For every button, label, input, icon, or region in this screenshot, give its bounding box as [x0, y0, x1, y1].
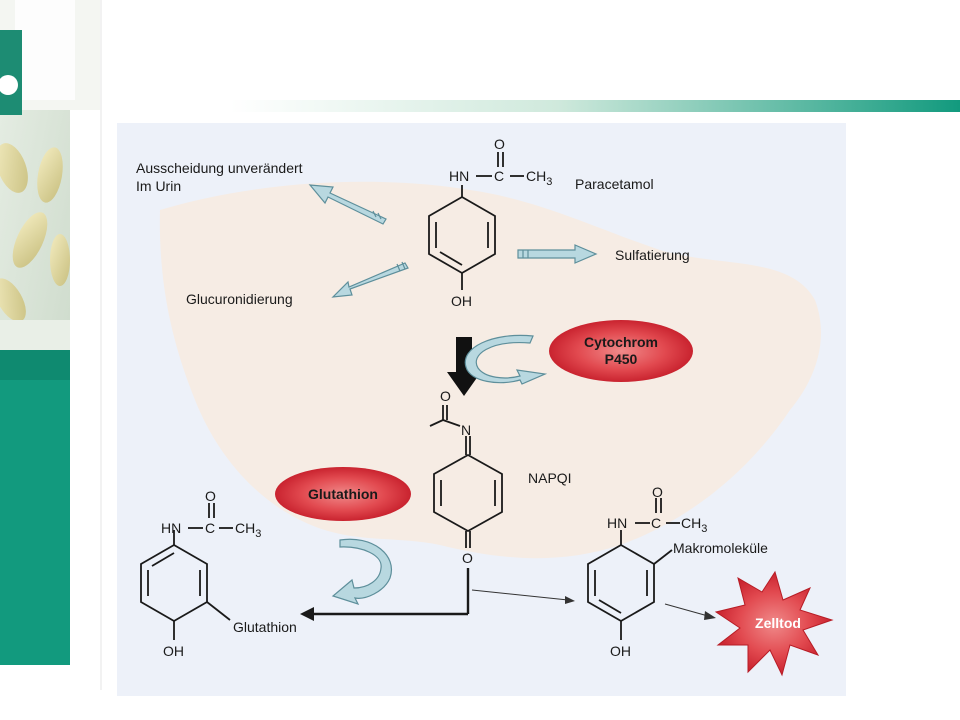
sulfation-label: Sulfatierung: [615, 247, 690, 263]
paracetamol-oh: OH: [451, 293, 472, 309]
napqi-structure: [310, 405, 503, 616]
starburst-icon: [714, 570, 834, 677]
adduct-ch3: CH3: [681, 515, 708, 535]
adduct-hn: HN: [607, 515, 628, 531]
conjugate-oh: OH: [163, 643, 184, 659]
glutathione-badge-label: Glutathion: [308, 486, 378, 502]
paracetamol-hn: HN: [449, 168, 470, 184]
oxidation-arrow: [447, 337, 481, 396]
urine-excretion-label-line1: Ausscheidung unverändert: [136, 160, 303, 176]
conjugate-ch3: CH3: [235, 520, 262, 540]
macromolecules-label: Makromoleküle: [673, 540, 768, 556]
liver-shape: [159, 181, 821, 559]
paracetamol-c: C: [494, 168, 505, 184]
napqi-label: NAPQI: [528, 470, 572, 486]
napqi-n: N: [461, 422, 472, 438]
cell-death-label: Zelltod: [755, 615, 801, 631]
cytochrome-label: Cytochrom P450: [584, 334, 658, 367]
glutathione-badge: [275, 467, 411, 521]
napqi-quinone-o: O: [462, 550, 473, 566]
paracetamol-carbonyl-o: O: [494, 136, 505, 152]
adduct-carbonyl-o: O: [652, 484, 663, 500]
glutathione-conjugate-structure: [140, 503, 233, 640]
paracetamol-structure: [428, 152, 524, 290]
conjugate-glutathione-label: Glutathion: [233, 619, 297, 635]
header-gradient-bar: [230, 100, 960, 112]
conjugation-arrowhead: [300, 607, 314, 621]
glucuronidation-label: Glucuronidierung: [186, 291, 293, 307]
side-accent-bar: [0, 350, 70, 665]
pills-photo: [0, 0, 100, 350]
urine-excretion-label-line2: Im Urin: [136, 178, 182, 194]
adduct-c: C: [651, 515, 662, 531]
curved-arrow-icon: [331, 538, 393, 606]
adduct-structure: [587, 498, 680, 640]
adduct-oh: OH: [610, 643, 631, 659]
curved-arrow-icon: [464, 334, 548, 385]
conjugate-hn: HN: [161, 520, 182, 536]
napqi-acetyl-o: O: [440, 388, 451, 404]
cytochrome-badge: [549, 320, 693, 382]
conjugate-carbonyl-o: O: [205, 488, 216, 504]
paracetamol-ch3: CH3: [526, 168, 553, 188]
paracetamol-label: Paracetamol: [575, 176, 654, 192]
conjugate-c: C: [205, 520, 216, 536]
